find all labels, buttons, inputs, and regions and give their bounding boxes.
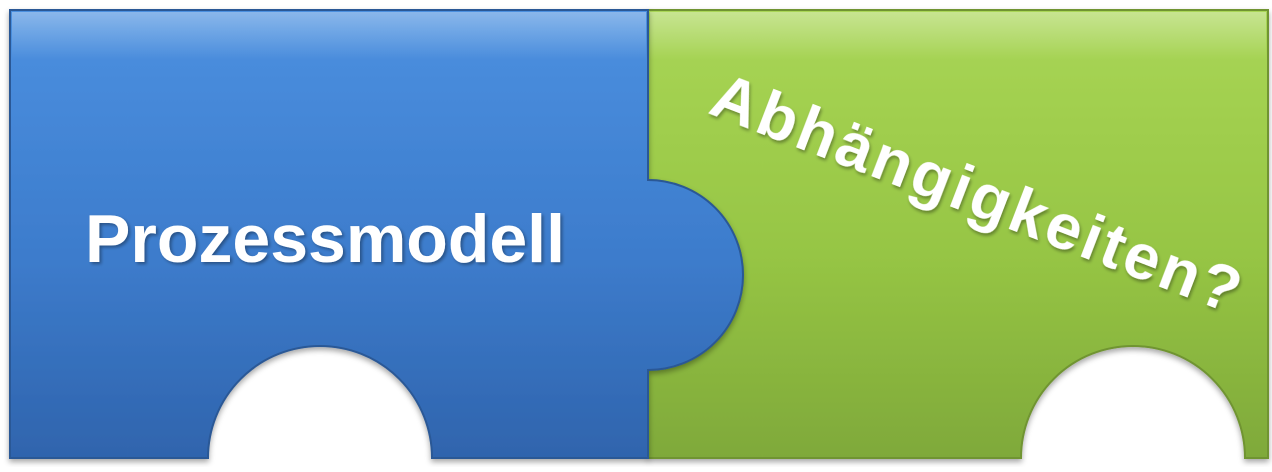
left-piece-highlight	[12, 12, 646, 60]
right-piece-highlight	[650, 12, 1266, 60]
left-piece-label: Prozessmodell	[85, 201, 565, 277]
left-puzzle-piece	[9, 9, 744, 459]
